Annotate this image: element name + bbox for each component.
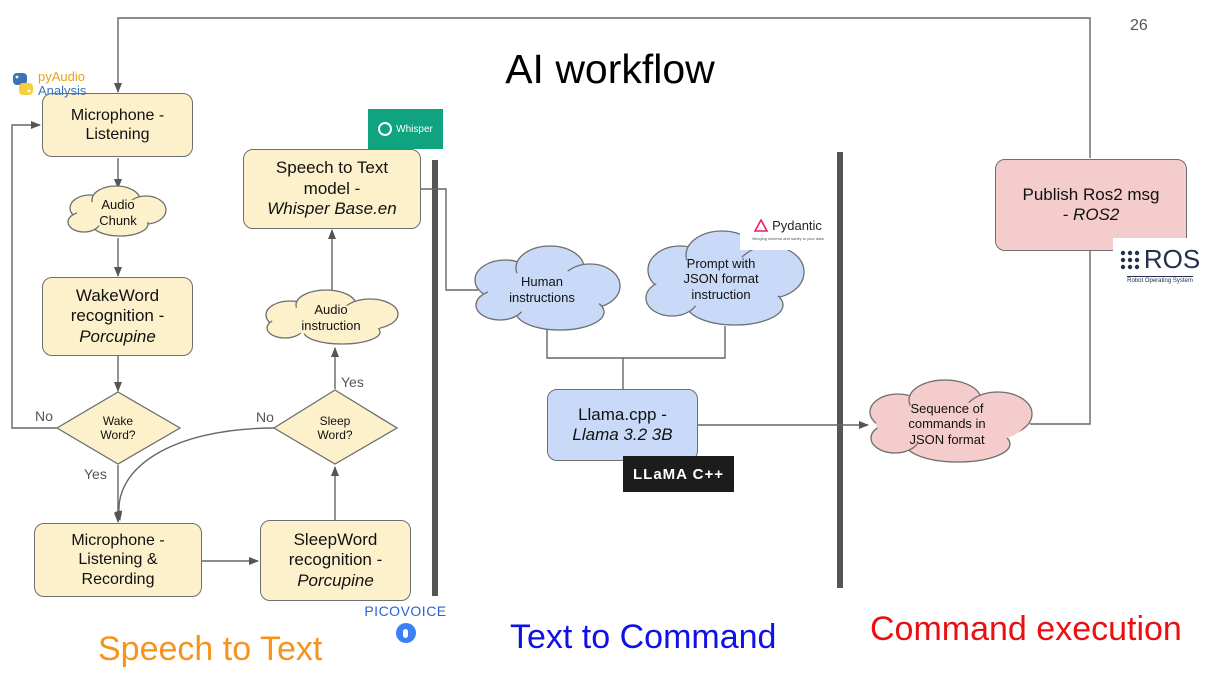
node-speech-to-text-model: Speech to Text model - Whisper Base.en	[243, 149, 421, 229]
openai-icon	[378, 122, 393, 136]
section-text-to-command: Text to Command	[510, 618, 777, 656]
decision-wake-word-shape	[55, 391, 182, 465]
edge-label-wake-no: No	[35, 408, 53, 424]
sleep-decision-line1: Sleep	[319, 413, 351, 428]
node-microphone-listening-line2: Listening	[85, 126, 150, 143]
llama-cpp-logo: LLaMA C++	[623, 456, 734, 492]
node-sleepword-line3: Porcupine	[297, 570, 374, 590]
line-stt-to-human	[421, 188, 478, 291]
microphone-icon	[395, 623, 416, 643]
prompt-line3: instruction	[691, 286, 751, 302]
node-wakeword-recognition: WakeWord recognition - Porcupine	[42, 277, 193, 356]
section-command-execution: Command execution	[870, 610, 1182, 648]
node-sleepword-recognition: SleepWord recognition - Porcupine	[260, 520, 411, 601]
ros-logo: ROS Robot Operating System	[1113, 238, 1207, 290]
page-number: 26	[1130, 17, 1148, 34]
cloud-audio-instruction	[265, 289, 399, 345]
section-speech-to-text: Speech to Text	[98, 630, 323, 668]
wake-decision-line2: Word?	[100, 428, 136, 442]
pyaudio-logo-line2: Analysis	[38, 83, 87, 98]
wake-decision-line1: Wake	[102, 413, 134, 428]
node-sleepword-line2: recognition -	[288, 550, 383, 570]
edge-label-sleep-yes: Yes	[341, 374, 364, 390]
node-llama-line1: Llama.cpp -	[578, 404, 667, 424]
picovoice-logo-text: PICOVOICE	[364, 603, 447, 619]
whisper-logo-text: Whisper	[396, 123, 433, 135]
sequence-line1: Sequence of	[910, 400, 984, 416]
pyaudio-logo-line1: pyAudio	[38, 69, 85, 85]
audio-instruction-line2: instruction	[301, 318, 361, 333]
picovoice-logo: PICOVOICE	[358, 600, 453, 646]
ros-logo-tagline: Robot Operating System	[1127, 276, 1193, 284]
edge-label-wake-yes: Yes	[84, 466, 107, 482]
edge-label-sleep-no: No	[256, 409, 274, 425]
cloud-prompt	[645, 230, 805, 326]
node-microphone-listening-line1: Microphone -	[70, 106, 165, 124]
line-sequence-to-publish	[1030, 250, 1091, 425]
arrow-sleep-no-loop	[114, 427, 276, 521]
human-instructions-line1: Human	[521, 274, 563, 290]
prompt-line1: Prompt with	[686, 255, 756, 271]
node-wakeword-line2: recognition -	[70, 306, 165, 326]
audio-chunk-line1: Audio	[101, 197, 135, 213]
node-microphone-recording: Microphone - Listening & Recording	[34, 523, 202, 597]
feedback-arrow-publish-to-mic	[114, 17, 1091, 158]
pydantic-logo-name: Pydantic	[772, 217, 822, 233]
decision-sleep-word-shape	[272, 389, 399, 465]
node-stt-line1: Speech to Text	[275, 158, 389, 178]
sleep-decision-line2: Word?	[317, 428, 353, 442]
node-publish-line2: - ROS2	[1062, 205, 1120, 224]
audio-chunk-line2: Chunk	[99, 213, 137, 228]
whisper-logo: Whisper	[368, 109, 443, 149]
node-wakeword-line3: Porcupine	[79, 326, 156, 346]
slide-title: AI workflow	[505, 46, 715, 92]
human-instructions-line2: instructions	[509, 290, 575, 305]
node-microphone-listening: Microphone - Listening	[42, 93, 193, 157]
pydantic-logo: Pydantic Bringing schema and sanity to y…	[740, 208, 836, 250]
pyaudio-logo: pyAudio Analysis	[10, 66, 102, 102]
sequence-line2: commands in	[908, 416, 986, 432]
pydantic-logo-tagline: Bringing schema and sanity to your data	[752, 235, 824, 241]
node-publish-line1: Publish Ros2 msg	[1022, 184, 1160, 204]
cloud-audio-chunk	[67, 185, 167, 237]
node-recording-line1: Microphone -	[71, 532, 165, 550]
line-human-to-llama	[546, 330, 624, 390]
node-stt-line2: model -	[303, 178, 361, 198]
node-wakeword-line1: WakeWord	[75, 285, 160, 305]
node-stt-line3: Whisper Base.en	[267, 199, 397, 219]
cloud-human-instructions	[474, 245, 621, 331]
node-publish-ros2: Publish Ros2 msg - ROS2	[995, 159, 1187, 251]
pydantic-triangle-icon	[754, 218, 769, 232]
node-llama-line2: Llama 3.2 3B	[572, 425, 673, 444]
audio-instruction-line1: Audio	[314, 302, 348, 318]
node-recording-line3: Recording	[81, 570, 155, 588]
cloud-sequence	[869, 379, 1033, 463]
python-icon	[13, 73, 33, 95]
sequence-line3: JSON format	[909, 431, 985, 447]
ros-dots-icon	[1120, 250, 1140, 269]
node-recording-line2: Listening &	[78, 551, 158, 569]
node-llama-cpp: Llama.cpp - Llama 3.2 3B	[547, 389, 698, 461]
line-prompt-to-llama	[623, 326, 726, 359]
arrow-no-to-mic	[11, 121, 57, 429]
ros-logo-name: ROS	[1143, 244, 1201, 274]
llama-logo-text: LLaMA C++	[633, 465, 724, 483]
node-sleepword-line1: SleepWord	[293, 529, 378, 549]
prompt-line2: JSON format	[683, 271, 759, 287]
